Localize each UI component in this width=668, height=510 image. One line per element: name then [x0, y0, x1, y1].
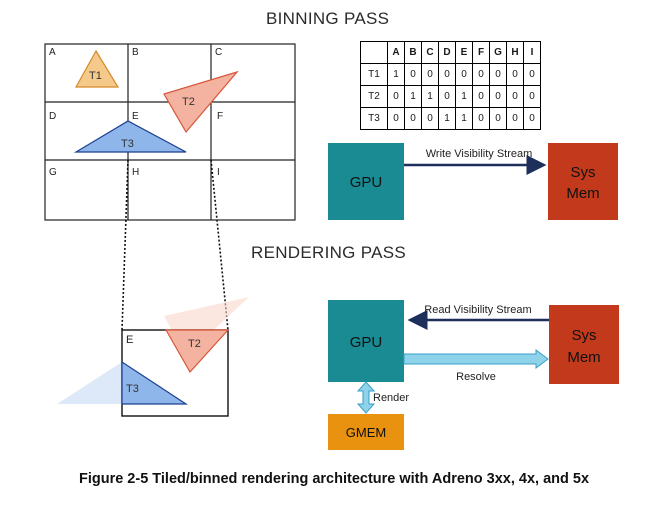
table-cell: 0	[421, 107, 439, 130]
table-header-cell: A	[387, 41, 405, 64]
render-label: Render	[373, 392, 409, 404]
binning-gpu-box	[328, 143, 404, 220]
table-cell: 0	[455, 63, 473, 86]
rendering-sysmem-line1: Sys	[571, 327, 596, 344]
resolve-arrow	[403, 349, 549, 369]
grid-label-a: A	[49, 47, 56, 58]
table-cell: 0	[438, 63, 456, 86]
table-cell: 0	[472, 85, 490, 108]
screen-grid	[44, 43, 296, 221]
table-cell: 0	[472, 107, 490, 130]
triangle-t3-label: T3	[121, 138, 134, 150]
table-cell: 0	[506, 85, 524, 108]
table-cell: 1	[438, 107, 456, 130]
triangle-t2-label: T2	[182, 96, 195, 108]
table-row: T1 1 0 0 0 0 0 0 0 0	[360, 63, 541, 86]
projection-line-right	[210, 159, 229, 331]
gmem-box	[328, 414, 404, 450]
table-cell: 0	[523, 85, 541, 108]
table-header-cell: H	[506, 41, 524, 64]
figure-caption: Figure 2-5 Tiled/binned rendering archit…	[78, 471, 590, 487]
table-cell: 0	[472, 63, 490, 86]
table-cell: 0	[404, 107, 422, 130]
table-row-label: T2	[360, 85, 388, 108]
write-visibility-label: Write Visibility Stream	[426, 148, 533, 160]
grid-label-c: C	[215, 47, 222, 58]
table-cell: 0	[523, 107, 541, 130]
table-cell: 0	[489, 107, 507, 130]
tile-e-label: E	[126, 334, 133, 346]
table-cell: 0	[404, 63, 422, 86]
rendering-sysmem-line2: Mem	[567, 349, 600, 366]
tile-triangle-t3-label: T3	[126, 383, 139, 395]
projection-line-left	[121, 159, 129, 331]
table-row-label: T3	[360, 107, 388, 130]
grid-label-g: G	[49, 167, 57, 178]
rendering-gpu-label: GPU	[350, 334, 383, 351]
grid-label-e: E	[132, 111, 139, 122]
binning-sysmem-line1: Sys	[570, 164, 595, 181]
grid-label-f: F	[217, 111, 223, 122]
table-cell: 0	[523, 63, 541, 86]
table-header-cell: G	[489, 41, 507, 64]
render-arrow	[356, 381, 376, 414]
table-header-cell: D	[438, 41, 456, 64]
gmem-label: GMEM	[346, 425, 386, 440]
table-header-cell: B	[404, 41, 422, 64]
table-header-cell: C	[421, 41, 439, 64]
table-cell: 0	[387, 107, 405, 130]
table-cell: 0	[489, 85, 507, 108]
table-cell: 1	[421, 85, 439, 108]
table-cell: 0	[438, 85, 456, 108]
binning-sysmem-line2: Mem	[566, 185, 599, 202]
grid-label-b: B	[132, 47, 139, 58]
triangle-t1-label: T1	[89, 70, 102, 82]
grid-label-i: I	[217, 167, 220, 178]
binning-gpu-label: GPU	[350, 174, 383, 191]
grid-label-h: H	[132, 167, 139, 178]
table-row: T2 0 1 1 0 1 0 0 0 0	[360, 85, 541, 108]
table-cell: 1	[455, 85, 473, 108]
tile-triangle-t2-label: T2	[188, 338, 201, 350]
table-row-label: T1	[360, 63, 388, 86]
binning-sysmem-box	[548, 143, 618, 220]
table-cell: 0	[506, 63, 524, 86]
table-corner-cell	[360, 41, 388, 64]
read-visibility-label: Read Visibility Stream	[424, 304, 531, 316]
table-cell: 0	[489, 63, 507, 86]
table-header-cell: E	[455, 41, 473, 64]
table-cell: 1	[455, 107, 473, 130]
tile-triangle-t3	[121, 360, 189, 405]
rendering-pass-title: RENDERING PASS	[251, 243, 407, 262]
table-cell: 1	[387, 63, 405, 86]
tile-triangle-t2	[164, 329, 230, 374]
table-row: T3 0 0 0 1 1 0 0 0 0	[360, 107, 541, 130]
table-header-cell: I	[523, 41, 541, 64]
table-cell: 0	[421, 63, 439, 86]
table-header-row: A B C D E F G H I	[360, 41, 541, 64]
triangle-t2	[163, 70, 239, 134]
binning-pass-title: BINNING PASS	[266, 9, 390, 28]
rendering-gpu-box	[328, 300, 404, 382]
triangle-t1	[74, 49, 120, 88]
triangle-t3	[73, 120, 187, 153]
table-cell: 0	[387, 85, 405, 108]
table-cell: 0	[506, 107, 524, 130]
rendering-sysmem-box	[549, 305, 619, 384]
table-cell: 1	[404, 85, 422, 108]
resolve-label: Resolve	[456, 371, 496, 383]
table-header-cell: F	[472, 41, 490, 64]
grid-label-d: D	[49, 111, 56, 122]
visibility-table: A B C D E F G H I T1 1 0 0 0 0 0 0 0 0 T…	[360, 41, 541, 130]
